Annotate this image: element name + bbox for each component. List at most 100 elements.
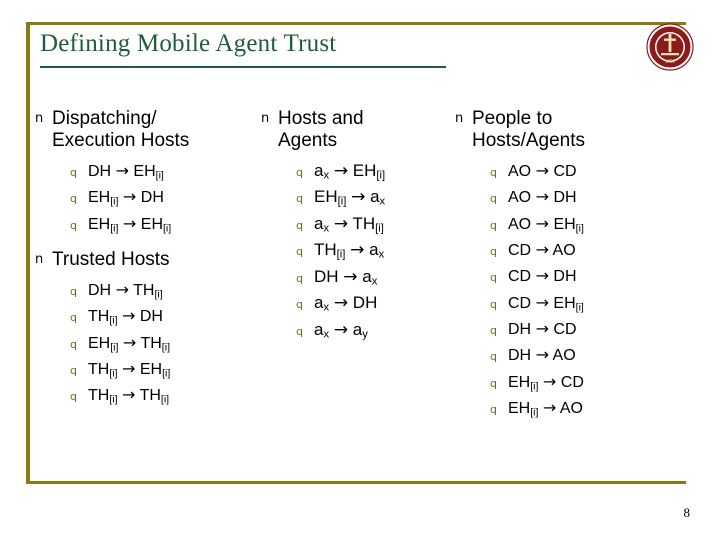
relation-right: DH (553, 268, 577, 286)
list-item: q EH[i] → AO (490, 397, 690, 423)
list-item: q ax → DH (296, 292, 456, 318)
arrow-icon: → (122, 306, 136, 326)
relation-text: ax → EH[i] (314, 160, 385, 186)
relation-left-sub: [i] (109, 367, 118, 380)
list-item: q ax → TH[i] (296, 213, 456, 239)
arrow-icon: → (122, 385, 136, 405)
relation-text: TH[i] → EH[i] (88, 358, 170, 384)
relation-text: ax → TH[i] (314, 213, 384, 239)
relation-text: ax → ay (314, 319, 368, 345)
relation-left-sub: [i] (336, 248, 346, 261)
level2-bullet-icon: q (296, 218, 303, 232)
arrow-icon: → (542, 397, 557, 417)
relation-left: EH (88, 189, 111, 207)
university-seal-logo: 1851 (646, 23, 694, 71)
relation-right: a (369, 240, 379, 260)
relation-right: EH (140, 215, 163, 233)
relation-left-sub: [i] (110, 195, 119, 208)
heading-hosts-and-agents: n Hosts and Agents (256, 108, 456, 152)
relation-left: EH (508, 399, 531, 417)
relation-text: EH[i] → ax (314, 186, 385, 212)
relation-right: TH (140, 334, 162, 352)
level2-bullet-icon: q (490, 166, 497, 179)
list-item: q AO → CD (490, 160, 690, 186)
list-item: q CD → DH (490, 265, 690, 291)
heading-line-1: Dispatching/ (52, 108, 157, 129)
arrow-icon: → (122, 213, 137, 233)
relation-right: EH (553, 294, 576, 312)
relation-right-sub: [i] (375, 222, 384, 235)
relation-text: CD → EH[i] (508, 292, 584, 318)
arrow-icon: → (535, 213, 549, 233)
relation-left-sub: x (323, 169, 330, 182)
relation-text: DH → EH[i] (88, 160, 164, 186)
relation-left-sub: [i] (110, 340, 119, 353)
relation-left-sub: x (323, 301, 330, 314)
relation-right: DH (352, 293, 378, 313)
relation-right-sub: [i] (155, 169, 164, 182)
heading-line-2: Agents (278, 130, 338, 151)
arrow-icon: → (535, 187, 549, 207)
list-item: q EH[i] → CD (490, 371, 690, 397)
relation-right: DH (140, 189, 164, 207)
level2-bullet-icon: q (490, 244, 497, 258)
level1-bullet-icon: n (455, 111, 464, 126)
arrow-icon: → (333, 213, 349, 234)
level2-bullet-icon: q (70, 363, 77, 377)
relation-right: AO (552, 241, 576, 259)
relation-left-sub: x (323, 328, 330, 341)
relation-left: EH (314, 187, 338, 207)
arrow-icon: → (122, 332, 137, 352)
relation-left: a (314, 213, 324, 233)
level1-bullet-icon: n (35, 111, 44, 126)
list-item: q AO → EH[i] (490, 213, 690, 239)
list-item: q DH → CD (490, 318, 690, 344)
arrow-icon: → (115, 279, 129, 299)
list-item: q DH → AO (490, 344, 690, 370)
relation-right-sub: x (371, 275, 378, 288)
list-item: q EH[i] → EH[i] (70, 213, 260, 239)
left-rule (26, 22, 30, 482)
relation-right: DH (139, 308, 163, 326)
list-item: q ax → ay (296, 319, 456, 345)
arrow-icon: → (122, 187, 137, 207)
level2-bullet-icon: q (70, 390, 77, 404)
list-item: q AO → DH (490, 186, 690, 212)
list-item: q ax → EH[i] (296, 160, 456, 186)
level2-bullet-icon: q (490, 350, 497, 364)
relation-left: CD (508, 268, 532, 286)
relation-text: DH → CD (508, 318, 577, 344)
heading-dispatching-execution-hosts: n Dispatching/ Execution Hosts (30, 108, 260, 152)
relation-text: ax → DH (314, 292, 377, 318)
relation-left: a (314, 161, 324, 180)
top-rule (26, 22, 686, 25)
relation-text: CD → DH (508, 265, 577, 291)
relation-left-sub: [i] (109, 314, 118, 327)
relation-text: DH → AO (508, 344, 576, 370)
arrow-icon: → (333, 319, 349, 340)
bottom-rule (26, 481, 686, 484)
heading-trusted-hosts: n Trusted Hosts (30, 249, 260, 271)
relation-right: EH (139, 360, 163, 378)
level2-bullet-icon: q (70, 218, 77, 232)
level2-bullet-icon: q (70, 192, 77, 206)
level2-bullet-icon: q (490, 402, 497, 416)
level2-bullet-icon: q (490, 297, 497, 311)
list-item: q EH[i] → ax (296, 186, 456, 212)
relation-text: DH → ax (314, 266, 377, 292)
list-item: q DH → ax (296, 266, 456, 292)
column-dispatching-execution-hosts: n Dispatching/ Execution Hosts q DH → EH… (30, 108, 260, 411)
svg-text:1851: 1851 (665, 59, 676, 64)
relation-right: TH (139, 387, 161, 405)
relation-right: CD (560, 373, 584, 391)
relation-left: DH (88, 281, 112, 299)
relation-left: AO (508, 163, 532, 180)
arrow-icon: → (535, 239, 549, 259)
relation-text: TH[i] → TH[i] (88, 384, 169, 410)
relation-right: AO (552, 347, 576, 365)
list-item: q CD → AO (490, 239, 690, 265)
relation-right: a (362, 266, 372, 286)
relation-right: CD (553, 163, 577, 180)
heading-line-2: Hosts/Agents (472, 130, 585, 151)
relation-right-sub: [i] (154, 288, 163, 301)
